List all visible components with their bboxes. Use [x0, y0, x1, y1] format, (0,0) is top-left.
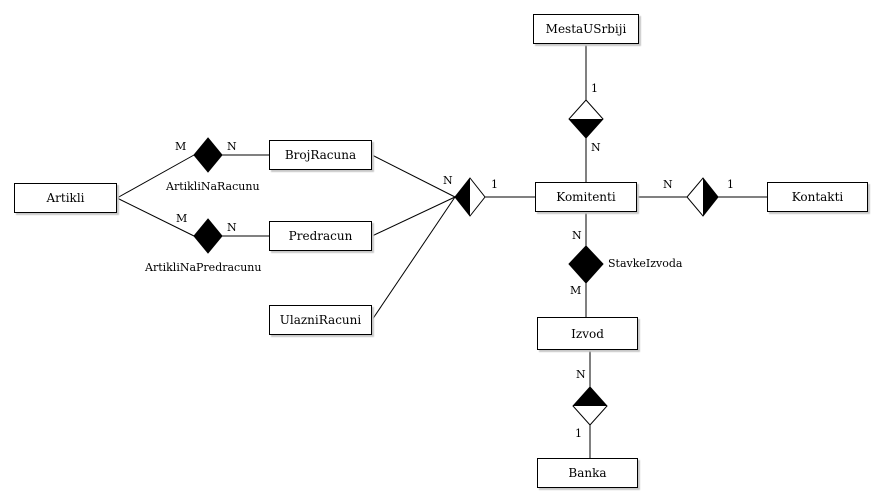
cardinality-documents-n: N [443, 174, 453, 187]
stavkeizvoda-diamond [568, 245, 604, 284]
line-ulazniracuni-komitenti-rel [371, 196, 456, 321]
artiklinapredracunu-diamond [193, 218, 223, 254]
entity-mesta-u-srbiji[interactable]: MestaUSrbiji [533, 14, 639, 44]
cardinality-racun-artikli-m: M [175, 140, 187, 153]
line-predracun-komitenti-rel [371, 196, 456, 237]
entity-komitenti[interactable]: Komitenti [535, 182, 637, 212]
komitenti-documents-diamond [454, 177, 486, 217]
entity-broj-racuna[interactable]: BrojRacuna [269, 140, 372, 170]
entity-banka[interactable]: Banka [537, 458, 638, 488]
cardinality-banka-1: 1 [575, 427, 582, 440]
cardinality-kontakti-komitenti-n: N [663, 178, 673, 191]
entity-izvod[interactable]: Izvod [537, 317, 638, 350]
entity-predracun[interactable]: Predracun [269, 221, 372, 251]
line-artikli-artiklinaracunu [116, 154, 195, 199]
relationship-label-stavke-izvoda: StavkeIzvoda [608, 257, 683, 270]
cardinality-banka-izvod-n: N [576, 368, 586, 381]
line-brojracuna-komitenti-rel [371, 154, 456, 198]
relationship-label-artikli-na-racunu: ArtikliNaRacunu [166, 180, 260, 193]
cardinality-racun-broj-n: N [227, 140, 237, 153]
banka-izvod-diamond [572, 386, 608, 426]
cardinality-kontakti-1: 1 [727, 178, 734, 191]
kontakti-komitenti-diamond [686, 177, 719, 217]
cardinality-documents-komitenti-1: 1 [491, 178, 498, 191]
line-artikli-artiklinapredracunu [116, 197, 195, 237]
entity-kontakti[interactable]: Kontakti [767, 182, 868, 212]
cardinality-stavke-izvod-m: M [570, 284, 582, 297]
cardinality-predracun-artikli-m: M [176, 212, 188, 225]
mesta-komitenti-diamond [568, 99, 604, 139]
entity-ulazni-racuni[interactable]: UlazniRacuni [269, 305, 372, 335]
cardinality-predracun-n: N [227, 221, 237, 234]
entity-artikli[interactable]: Artikli [14, 183, 117, 213]
cardinality-mesta-1: 1 [591, 82, 598, 95]
relationship-label-artikli-na-predracunu: ArtikliNaPredracunu [145, 261, 262, 274]
artiklinaracunu-diamond [193, 137, 223, 173]
cardinality-mesta-komitenti-n: N [591, 141, 601, 154]
cardinality-stavke-komitenti-n: N [572, 229, 582, 242]
